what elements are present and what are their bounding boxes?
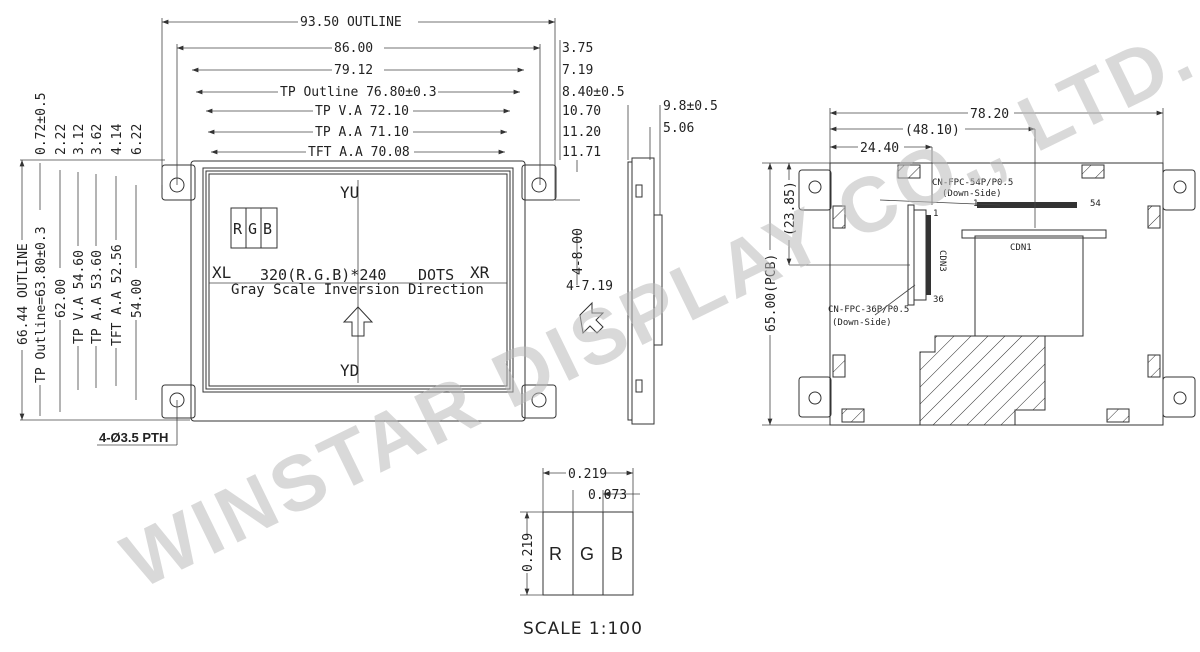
front-view: YU YD XL XR 320(R.G.B)*240 DOTS Gray Sca… bbox=[14, 14, 625, 446]
dimension-label: 11.20 bbox=[562, 125, 601, 140]
dimension-label: 86.00 bbox=[334, 41, 373, 56]
dimension-label: CDN3 bbox=[937, 250, 947, 272]
dimension-label: 11.71 bbox=[562, 145, 601, 160]
dots-label: DOTS bbox=[418, 266, 454, 284]
dimension-label: 54 bbox=[1090, 199, 1101, 209]
dimension-label: 24.40 bbox=[860, 141, 899, 156]
dimension-label: 3.62 bbox=[90, 124, 105, 155]
dimension-label: TP A.A 53.60 bbox=[90, 250, 105, 344]
yu-label: YU bbox=[340, 183, 359, 202]
mount-tab bbox=[161, 384, 196, 419]
dimension-label: 3.12 bbox=[72, 124, 87, 155]
right-dimensions: 3.75 7.19 8.40±0.5 10.70 11.20 11.71 4-8… bbox=[555, 40, 625, 294]
fpc-tail bbox=[919, 335, 1046, 426]
pixel-detail: R G B 0.219 0.073 0.219 SCALE 1:100 bbox=[519, 466, 643, 639]
rgb-pixel-icon: R G B bbox=[230, 207, 278, 249]
dimension-label: 66.44 OUTLINE bbox=[16, 243, 31, 345]
hole-note: 4-Ø3.5 PTH bbox=[99, 430, 168, 445]
dimension-label: 5.06 bbox=[663, 121, 694, 136]
dimension-label: TP Outline 76.80±0.3 bbox=[280, 85, 437, 100]
dimension-label: (Down-Side) bbox=[942, 189, 1002, 199]
touch-panel-outline bbox=[202, 167, 514, 393]
dimension-label: 6.22 bbox=[130, 124, 145, 155]
dimension-label: 79.12 bbox=[334, 63, 373, 78]
dimension-label: 10.70 bbox=[562, 104, 601, 119]
resolution-label: 320(R.G.B)*240 bbox=[260, 266, 386, 284]
dimension-label: CN-FPC-36P/P0.5 bbox=[828, 305, 909, 315]
dimension-label: R bbox=[549, 544, 562, 564]
dimension-label: 1 bbox=[933, 209, 938, 219]
dimension-label: 8.40±0.5 bbox=[562, 85, 625, 100]
watermark: WINSTAR DISPLAY CO., LTD. bbox=[109, 9, 1200, 606]
dimension-label: R bbox=[233, 220, 243, 238]
dimension-label: 62.00 bbox=[54, 279, 69, 318]
dimension-label: G bbox=[580, 544, 594, 564]
scale-label: SCALE 1:100 bbox=[523, 619, 643, 639]
left-dimensions: 66.44 OUTLINE TP Outline=63.80±0.3 62.00… bbox=[14, 92, 190, 421]
dimension-label: 65.00(PCB) bbox=[764, 254, 779, 332]
dimension-label: B bbox=[611, 544, 623, 564]
dimension-label: (23.85) bbox=[783, 181, 798, 236]
dimension-label: B bbox=[263, 220, 272, 238]
dimension-label: 78.20 bbox=[970, 107, 1009, 122]
mount-hole bbox=[531, 177, 547, 193]
dimension-label: 3.75 bbox=[562, 41, 593, 56]
dimension-label: TFT A.A 52.56 bbox=[110, 244, 125, 346]
dimension-label: 4-8.00 bbox=[571, 228, 586, 275]
mount-tab bbox=[521, 164, 557, 201]
dimension-label: TFT A.A 70.08 bbox=[308, 145, 410, 160]
cn1-connector bbox=[961, 229, 1107, 239]
dimension-label: (48.10) bbox=[905, 123, 960, 138]
dimension-label: 0.073 bbox=[588, 488, 627, 503]
dimension-label: 4-7.19 bbox=[566, 279, 613, 294]
inversion-label: Gray Scale Inversion Direction bbox=[231, 282, 484, 298]
xl-label: XL bbox=[212, 263, 231, 282]
dimension-label: 36 bbox=[933, 295, 944, 305]
dimension-label: 0.219 bbox=[568, 467, 607, 482]
dimension-label: G bbox=[248, 220, 257, 238]
dimension-label: 2.22 bbox=[54, 124, 69, 155]
dimension-label: 0.219 bbox=[521, 533, 536, 572]
arrow-up-icon bbox=[342, 306, 374, 337]
active-area bbox=[208, 173, 508, 387]
tp-viewing-area bbox=[205, 170, 511, 390]
dimension-label: TP V.A 54.60 bbox=[72, 250, 87, 344]
mount-tab bbox=[161, 164, 196, 201]
dimension-label: 7.19 bbox=[562, 63, 593, 78]
mount-tab bbox=[521, 384, 557, 419]
dimension-label: CDN1 bbox=[1010, 243, 1032, 253]
dimension-label: TP A.A 71.10 bbox=[315, 125, 409, 140]
back-view: CN-FPC-54P/P0.5 (Down-Side) CDN1 1 54 CD… bbox=[762, 106, 1196, 426]
dimension-label: 54.00 bbox=[130, 279, 145, 318]
dimension-label: (Down-Side) bbox=[832, 318, 892, 328]
mount-hole bbox=[531, 392, 547, 408]
top-dimensions: 93.50 OUTLINE 86.00 79.12 TP Outline 76.… bbox=[161, 14, 556, 200]
side-view: 9.8±0.5 5.06 bbox=[627, 99, 718, 425]
dimension-label: 4.14 bbox=[110, 124, 125, 155]
module-frame bbox=[190, 160, 526, 422]
yd-label: YD bbox=[340, 361, 359, 380]
dimension-label: CN-FPC-54P/P0.5 bbox=[932, 178, 1013, 188]
dimension-label: 9.8±0.5 bbox=[663, 99, 718, 114]
dimension-label: TP Outline=63.80±0.3 bbox=[34, 226, 49, 383]
viewing-direction-icon bbox=[579, 301, 605, 335]
xr-label: XR bbox=[470, 263, 490, 282]
dimension-label: 93.50 OUTLINE bbox=[300, 15, 402, 30]
dimension-label: 0.72±0.5 bbox=[34, 92, 49, 155]
dimension-label: TP V.A 72.10 bbox=[315, 104, 409, 119]
